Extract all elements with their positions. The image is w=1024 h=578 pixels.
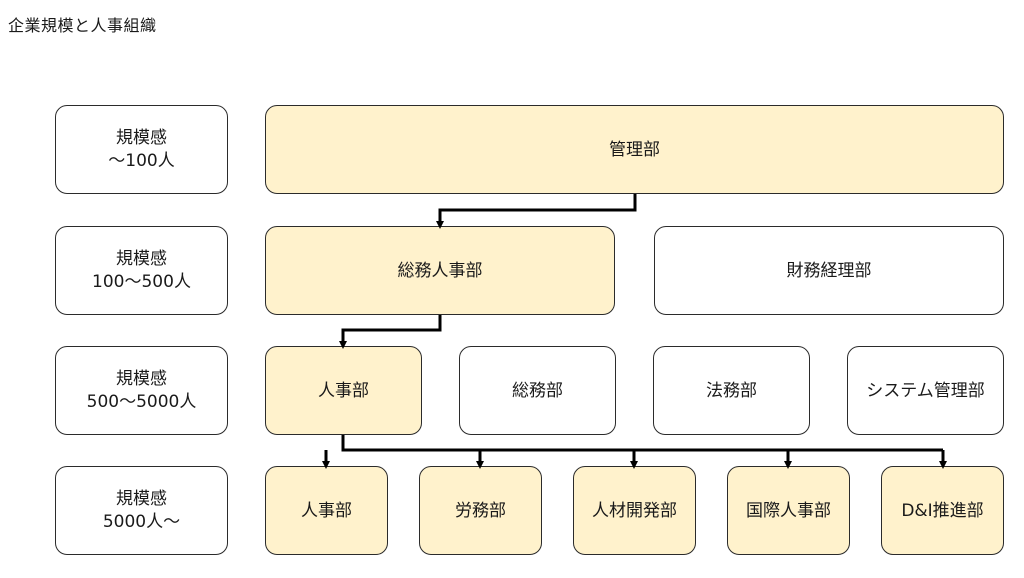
connector-soumujinji-to-jinji [339,315,442,349]
scale-label-range: 5000人～ [102,511,181,532]
scale-label-heading: 規模感 [116,127,167,148]
dept-jinji-row4: 人事部 [265,466,388,555]
dept-jinji-row3: 人事部 [265,346,422,435]
dept-jinzai-kaihatsu: 人材開発部 [573,466,696,555]
dept-soumu-jinji: 総務人事部 [265,226,615,315]
scale-label-heading: 規模感 [116,488,167,509]
scale-label-row-3: 規模感 500～5000人 [55,346,228,435]
scale-label-heading: 規模感 [116,368,167,389]
connector-jinji-bus [341,435,943,452]
scale-label-range: ～100人 [108,150,175,171]
scale-label-row-1: 規模感 ～100人 [55,105,228,194]
connector-kanri-to-soumujinji [436,194,637,229]
dept-roumu: 労務部 [419,466,542,555]
dept-zaimu-keiri: 財務経理部 [654,226,1004,315]
scale-label-row-4: 規模感 5000人～ [55,466,228,555]
dept-system-kanri: システム管理部 [847,346,1004,435]
dept-dei-suishin: D&I推進部 [881,466,1004,555]
scale-label-range: 100～500人 [92,271,191,292]
scale-label-row-2: 規模感 100～500人 [55,226,228,315]
dept-kokusai-jinji: 国際人事部 [727,466,850,555]
dept-houmu: 法務部 [653,346,810,435]
dept-kanri: 管理部 [265,105,1004,194]
scale-label-heading: 規模感 [116,248,167,269]
dept-soumu: 総務部 [459,346,616,435]
page-title: 企業規模と人事組織 [8,16,157,35]
scale-label-range: 500～5000人 [86,391,197,412]
